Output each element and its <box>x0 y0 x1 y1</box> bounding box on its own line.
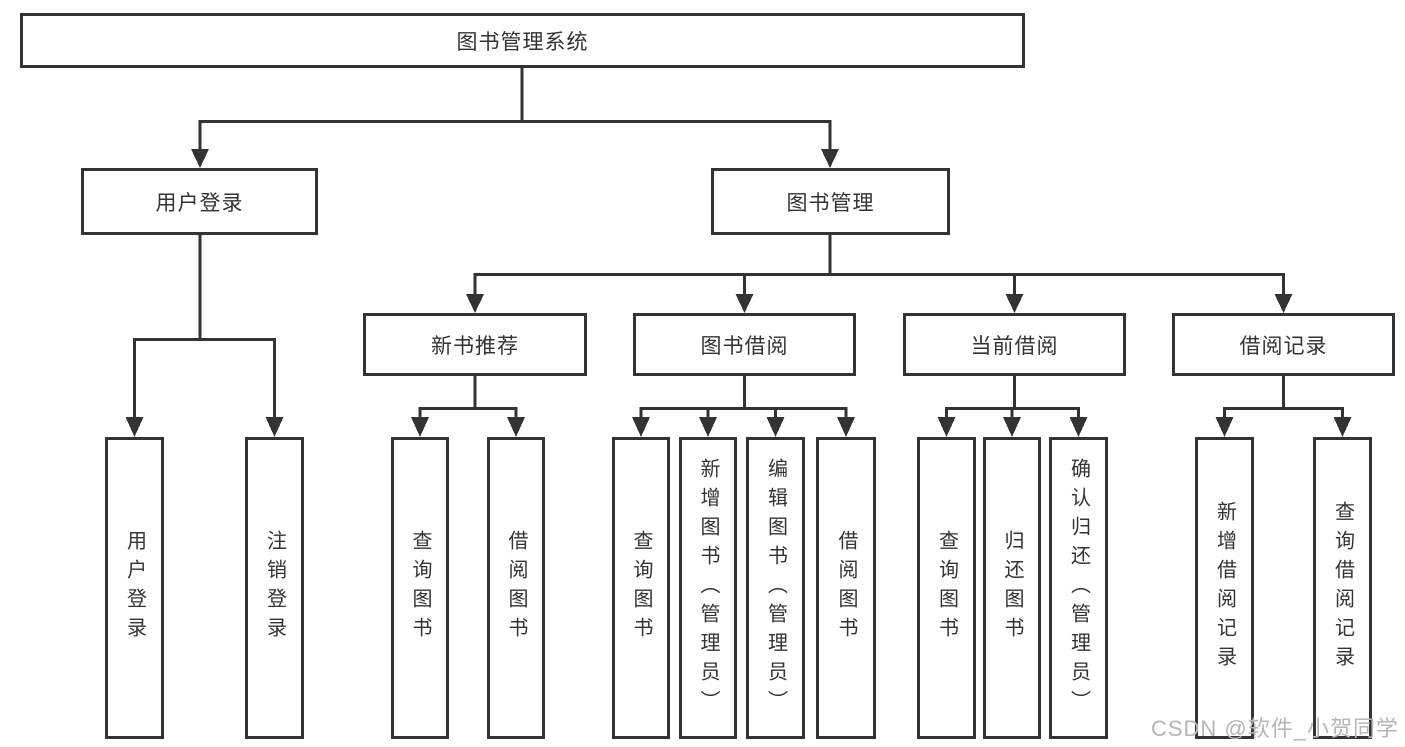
node-current-borrowing: 当前借阅 <box>903 313 1126 376</box>
leaf-edit-books-admin: 编辑图书（管理员） <box>746 437 805 739</box>
leaf-query-books: 查询图书 <box>917 437 976 739</box>
leaf-query-books: 查询图书 <box>391 437 449 739</box>
leaf-query-borrow-record: 查询借阅记录 <box>1313 437 1372 739</box>
leaf-label: 查询图书 <box>630 530 652 646</box>
leaf-label: 借阅图书 <box>505 530 527 646</box>
node-label: 用户登录 <box>155 191 244 215</box>
node-new-book-recommendation: 新书推荐 <box>363 313 587 376</box>
node-label: 图书管理系统 <box>456 30 589 54</box>
leaf-label: 查询图书 <box>935 530 958 646</box>
leaf-label: 借阅图书 <box>835 530 857 646</box>
node-borrowing-records: 借阅记录 <box>1172 313 1395 376</box>
leaf-label: 编辑图书（管理员） <box>764 457 787 719</box>
csdn-watermark: CSDN @软件_小贺同学 <box>1150 716 1399 741</box>
leaf-label: 确认归还（管理员） <box>1067 457 1090 719</box>
leaf-borrow-books: 借阅图书 <box>816 437 876 739</box>
leaf-label: 用户登录 <box>123 530 146 646</box>
node-library-management-system: 图书管理系统 <box>20 13 1025 68</box>
leaf-user-login: 用户登录 <box>105 437 164 739</box>
leaf-label: 新增图书（管理员） <box>697 457 719 719</box>
node-user-login: 用户登录 <box>81 168 318 235</box>
node-label: 新书推荐 <box>431 334 519 358</box>
leaf-label: 查询图书 <box>409 530 431 646</box>
leaf-query-books: 查询图书 <box>612 437 670 739</box>
leaf-logout: 注销登录 <box>245 437 304 739</box>
leaf-return-books: 归还图书 <box>983 437 1041 739</box>
leaf-label: 注销登录 <box>263 530 286 646</box>
leaf-label: 归还图书 <box>1001 530 1023 646</box>
node-label: 当前借阅 <box>970 334 1059 358</box>
node-label: 图书借阅 <box>700 334 789 358</box>
node-book-borrowing: 图书借阅 <box>633 313 856 376</box>
leaf-add-books-admin: 新增图书（管理员） <box>679 437 737 739</box>
node-label: 借阅记录 <box>1239 334 1328 358</box>
leaf-label: 查询借阅记录 <box>1331 501 1354 675</box>
leaf-borrow-books: 借阅图书 <box>487 437 545 739</box>
node-book-management: 图书管理 <box>711 168 950 235</box>
node-label: 图书管理 <box>786 191 875 215</box>
leaf-confirm-return-admin: 确认归还（管理员） <box>1049 437 1108 739</box>
leaf-label: 新增借阅记录 <box>1213 501 1236 675</box>
leaf-add-borrow-record: 新增借阅记录 <box>1195 437 1254 739</box>
